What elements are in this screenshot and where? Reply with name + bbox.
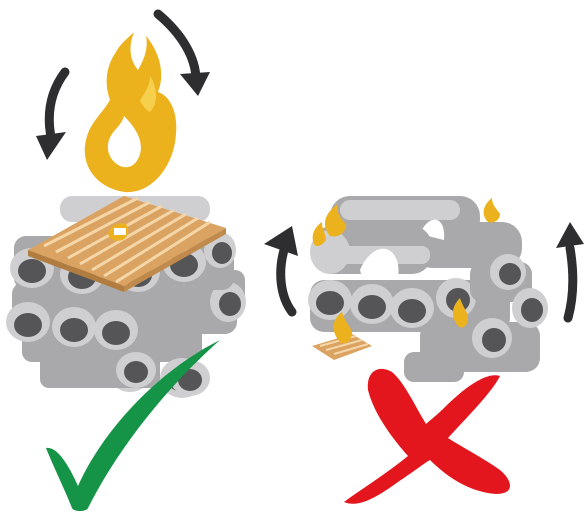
down-arrow-right-icon	[153, 9, 210, 96]
down-arrow-left-icon	[36, 67, 70, 160]
log-pile-middle	[308, 254, 532, 332]
flame-icon	[84, 32, 177, 193]
correct-method-panel	[6, 9, 246, 511]
log-layer-lower	[6, 282, 246, 350]
up-arrow-right-icon	[556, 222, 584, 323]
incorrect-method-panel	[264, 196, 584, 504]
log-pile-top	[310, 196, 522, 296]
cross-icon	[344, 368, 510, 504]
log-pile-bottom	[404, 288, 548, 382]
checkmark-icon	[46, 340, 220, 511]
kindling-grid	[28, 196, 226, 292]
small-flame-icon	[312, 198, 500, 344]
up-arrow-left-icon	[264, 226, 298, 317]
